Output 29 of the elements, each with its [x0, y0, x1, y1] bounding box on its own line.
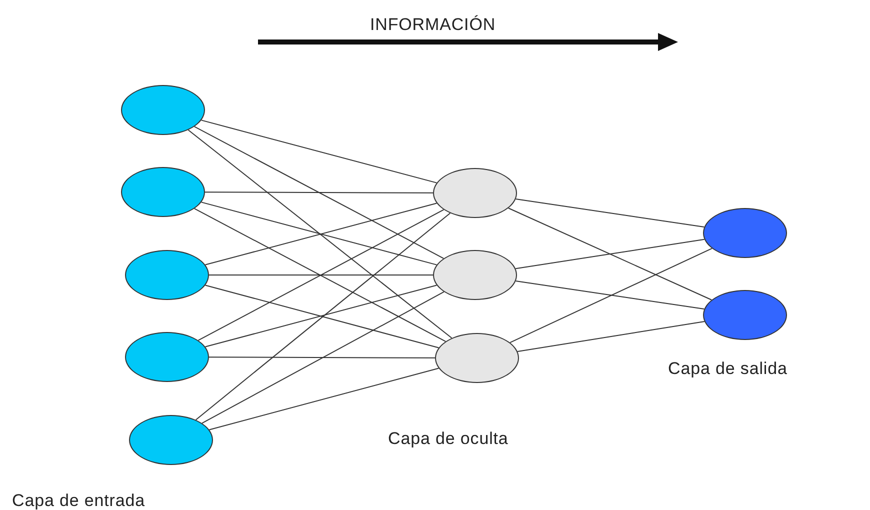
neuron-circle — [121, 167, 205, 217]
neuron-circle — [129, 415, 213, 465]
neuron-circle — [703, 208, 787, 258]
connection-line — [208, 368, 440, 430]
connection-line — [517, 321, 705, 352]
neuron-circle — [435, 333, 519, 383]
connection-line — [208, 356, 436, 358]
layer-label: Capa de oculta — [388, 428, 508, 450]
connection-line — [515, 238, 705, 270]
layer-label: Capa de salida — [668, 358, 788, 380]
connection-line — [515, 280, 705, 310]
neuron-circle — [703, 290, 787, 340]
neuron-circle — [433, 168, 517, 218]
neuron-circle — [125, 332, 209, 382]
layer-label: Capa de entrada — [12, 490, 146, 510]
connection-line — [202, 291, 444, 424]
neuron-circle — [433, 250, 517, 300]
connection-line — [208, 274, 434, 276]
connection-line — [515, 198, 705, 228]
neuron-circle — [121, 85, 205, 135]
connection-line — [508, 208, 712, 300]
connection-line — [204, 192, 434, 194]
neuron-circle — [125, 250, 209, 300]
connection-line — [195, 212, 451, 420]
connection-line — [510, 248, 712, 344]
connection-line — [194, 126, 444, 259]
layer-label: INFORMACIÓN — [370, 14, 496, 36]
connection-line — [188, 129, 452, 339]
connection-line — [200, 120, 438, 184]
